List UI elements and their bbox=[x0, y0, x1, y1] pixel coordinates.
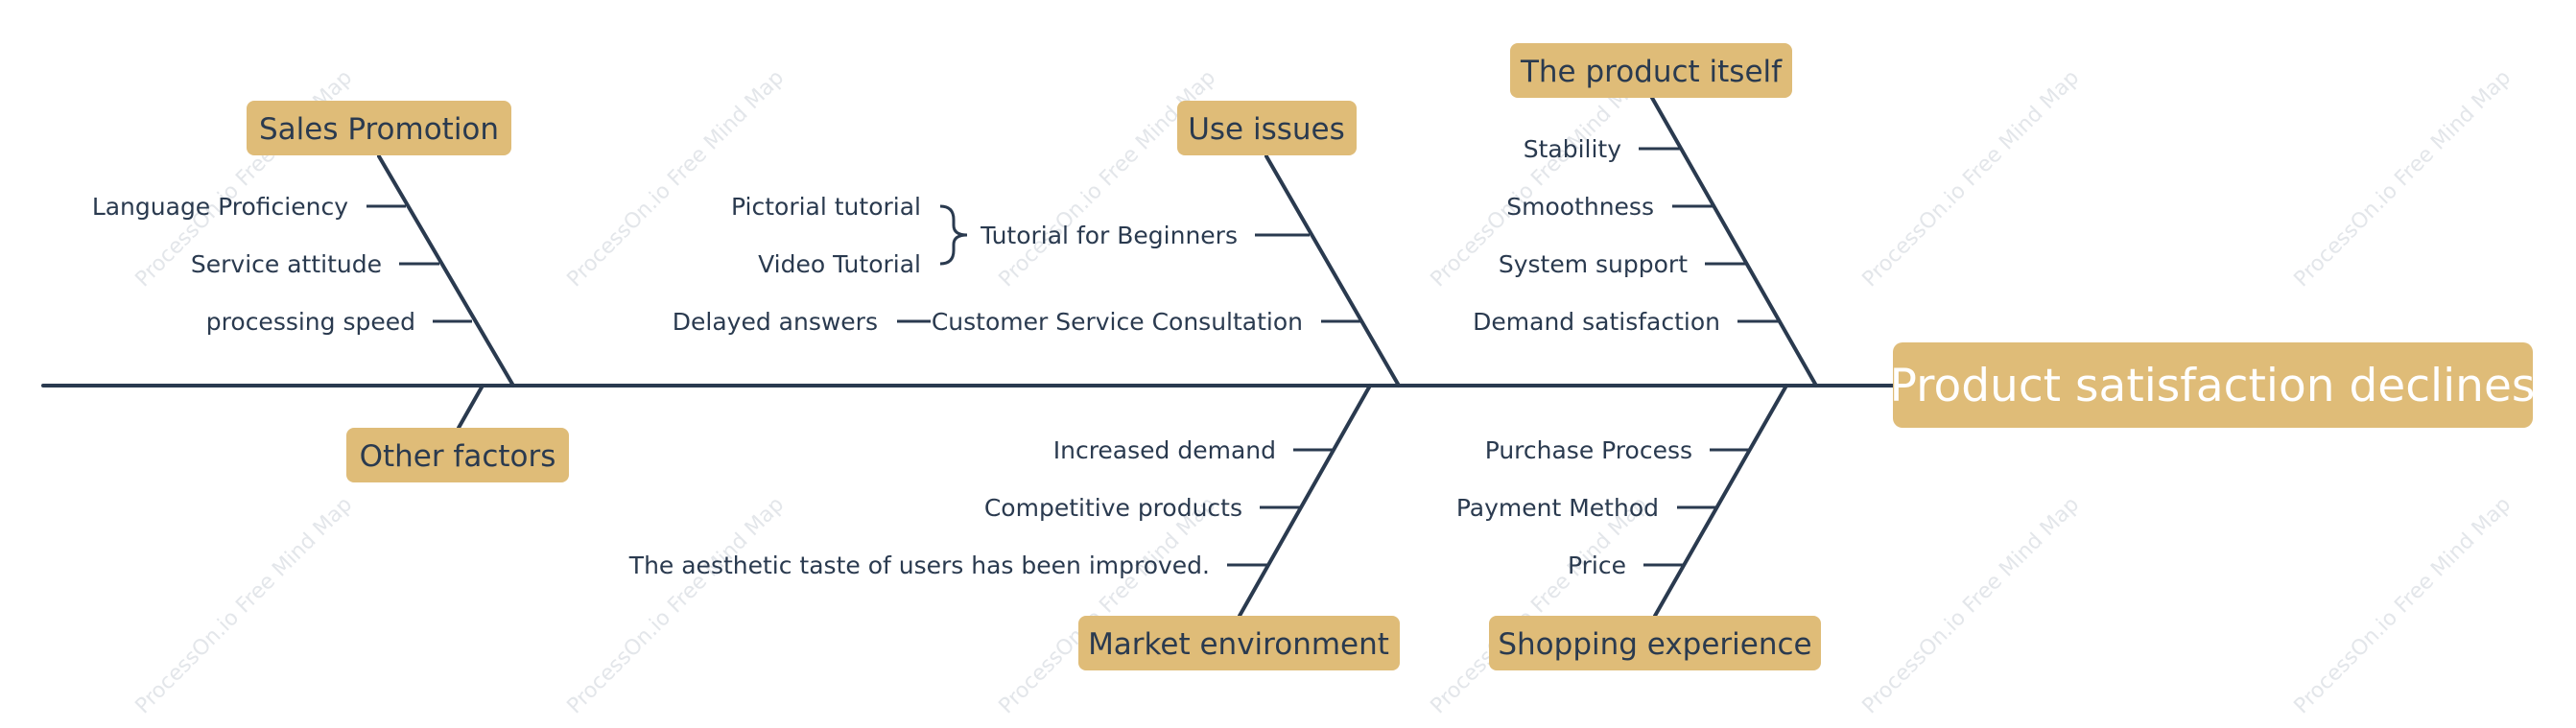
category-shopping-experience[interactable]: Shopping experience bbox=[1489, 616, 1821, 670]
bone-use-issues bbox=[1264, 154, 1401, 387]
category-label: Shopping experience bbox=[1498, 627, 1811, 662]
cause-system-support[interactable]: System support bbox=[1499, 250, 1688, 278]
category-label: Other factors bbox=[360, 439, 556, 474]
sub-cause-delayed-answers[interactable]: Delayed answers bbox=[673, 308, 878, 336]
group-bracket bbox=[939, 204, 968, 266]
category-sales-promotion[interactable]: Sales Promotion bbox=[247, 101, 511, 155]
watermark-text: ProcessOn.io Free Mind Map bbox=[563, 65, 790, 292]
head-box bbox=[1893, 342, 2533, 428]
bone-product-itself bbox=[1650, 96, 1818, 387]
watermark-text: ProcessOn.io Free Mind Map bbox=[1858, 492, 2085, 718]
cause-aesthetic-taste[interactable]: The aesthetic taste of users has been im… bbox=[628, 552, 1210, 579]
category-label: Sales Promotion bbox=[259, 112, 499, 147]
category-box bbox=[1489, 616, 1821, 670]
bone-other-factors bbox=[457, 384, 484, 430]
category-box bbox=[1177, 101, 1357, 155]
watermark-text: ProcessOn.io Free Mind Map bbox=[1858, 65, 2085, 292]
bone-shopping-experience bbox=[1653, 384, 1788, 618]
cause-demand-satisfaction[interactable]: Demand satisfaction bbox=[1473, 308, 1720, 336]
cause-stability[interactable]: Stability bbox=[1524, 135, 1622, 163]
sub-cause-pictorial-tutorial[interactable]: Pictorial tutorial bbox=[731, 193, 921, 221]
category-market-environment[interactable]: Market environment bbox=[1078, 616, 1400, 670]
head-effect-box[interactable]: Product satisfaction declines bbox=[1890, 342, 2536, 428]
watermark-text: ProcessOn.io Free Mind Map bbox=[2290, 492, 2517, 718]
head-label: Product satisfaction declines bbox=[1890, 360, 2536, 412]
cause-payment-method[interactable]: Payment Method bbox=[1456, 494, 1659, 522]
category-label: The product itself bbox=[1520, 55, 1783, 89]
cause-price[interactable]: Price bbox=[1568, 552, 1626, 579]
watermark-text: ProcessOn.io Free Mind Map bbox=[1427, 492, 1653, 718]
cause-service-attitude[interactable]: Service attitude bbox=[191, 250, 382, 278]
category-other-factors[interactable]: Other factors bbox=[346, 428, 569, 482]
watermark-text: ProcessOn.io Free Mind Map bbox=[131, 492, 358, 718]
category-box bbox=[1510, 43, 1792, 98]
watermark-text: ProcessOn.io Free Mind Map bbox=[995, 65, 1221, 292]
cause-competitive-products[interactable]: Competitive products bbox=[984, 494, 1242, 522]
watermark-text: ProcessOn.io Free Mind Map bbox=[995, 492, 1221, 718]
cause-smoothness[interactable]: Smoothness bbox=[1506, 193, 1654, 221]
category-box bbox=[346, 428, 569, 482]
category-use-issues[interactable]: Use issues bbox=[1177, 101, 1357, 155]
category-box bbox=[1078, 616, 1400, 670]
watermark-text: ProcessOn.io Free Mind Map bbox=[2290, 65, 2517, 292]
cause-purchase-process[interactable]: Purchase Process bbox=[1485, 436, 1692, 464]
watermark-text: ProcessOn.io Free Mind Map bbox=[563, 492, 790, 718]
cause-customer-service-consultation[interactable]: Customer Service Consultation bbox=[932, 308, 1303, 336]
category-product-itself[interactable]: The product itself bbox=[1510, 43, 1792, 98]
category-box bbox=[247, 101, 511, 155]
cause-increased-demand[interactable]: Increased demand bbox=[1053, 436, 1276, 464]
sub-cause-video-tutorial[interactable]: Video Tutorial bbox=[758, 250, 921, 278]
cause-language-proficiency[interactable]: Language Proficiency bbox=[92, 193, 348, 221]
category-label: Market environment bbox=[1088, 627, 1389, 662]
cause-processing-speed[interactable]: processing speed bbox=[206, 308, 415, 336]
category-label: Use issues bbox=[1188, 112, 1345, 147]
bone-market-environment bbox=[1238, 384, 1372, 618]
cause-tutorial-for-beginners[interactable]: Tutorial for Beginners bbox=[980, 222, 1238, 249]
bone-sales-promotion bbox=[377, 154, 515, 387]
